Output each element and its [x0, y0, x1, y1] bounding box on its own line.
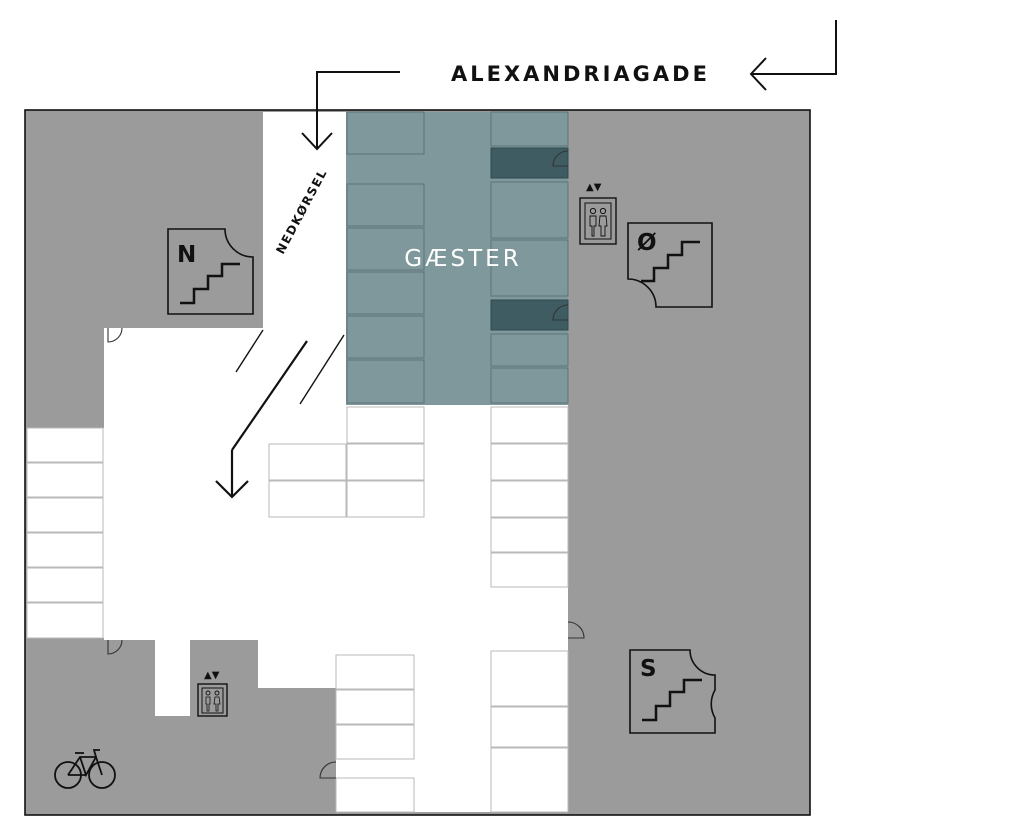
parking-spot: [490, 706, 569, 748]
parking-spot: [346, 406, 425, 444]
parking-spot: [490, 747, 569, 813]
stair-letter: N: [177, 242, 196, 268]
parking-spot: [26, 567, 104, 603]
elevator-icon: ▲▼: [197, 670, 228, 717]
direction-arrow-icon: [749, 20, 837, 91]
stair-letter: Ø: [637, 230, 657, 256]
stair-east: Ø: [627, 222, 713, 308]
parking-spots: [26, 406, 569, 813]
parking-spot: [268, 480, 347, 518]
direction-arrow-icon: [301, 71, 400, 151]
guest-spot: [490, 333, 569, 367]
door: [319, 761, 337, 779]
guest-spot: [490, 111, 569, 147]
door: [567, 621, 585, 639]
door: [552, 304, 569, 321]
door: [107, 639, 123, 655]
parking-spot: [490, 480, 569, 518]
guest-spot: [346, 227, 425, 271]
parking-spot: [346, 480, 425, 518]
parking-spot: [335, 689, 415, 725]
elevator-arrows: ▲▼: [586, 182, 602, 193]
elevator-icon: ▲▼: [579, 182, 617, 245]
parking-spot: [26, 427, 104, 463]
guest-zone-label: GÆSTER: [404, 246, 521, 272]
guest-spot-reserved: [490, 299, 569, 331]
parking-spot: [26, 497, 104, 533]
parking-spot: [346, 443, 425, 481]
stair-letter: S: [640, 656, 657, 682]
parking-spot: [268, 443, 347, 481]
guest-spot: [346, 111, 425, 155]
direction-arrow-icon: [215, 340, 308, 499]
parking-spot: [490, 650, 569, 707]
street-label: ALEXANDRIAGADE: [451, 62, 710, 86]
parking-spot: [490, 443, 569, 481]
guest-spot-reserved: [490, 147, 569, 179]
guest-spot: [346, 183, 425, 227]
parking-spot: [335, 777, 415, 813]
guest-spot: [346, 315, 425, 359]
guest-spot: [490, 181, 569, 239]
door: [107, 327, 123, 343]
parking-spot: [490, 552, 569, 588]
door-arcs: [107, 150, 585, 779]
parking-spot: [26, 532, 104, 568]
parking-spot: [335, 724, 415, 760]
stair-icon: [180, 262, 240, 305]
outer-wall: [24, 109, 811, 816]
door: [552, 150, 569, 167]
guest-parking-spots: [346, 111, 569, 404]
parking-spot: [26, 462, 104, 498]
parking-spot: [490, 517, 569, 553]
stair-north: N: [167, 228, 254, 315]
parking-spot: [335, 654, 415, 690]
guest-spot: [490, 239, 569, 297]
parking-spot: [26, 602, 104, 639]
stair-icon: [641, 240, 700, 283]
guest-spot: [490, 367, 569, 404]
elevator-arrows: ▲▼: [204, 670, 220, 681]
ramp-lines: [235, 329, 345, 405]
guest-spot: [346, 271, 425, 315]
bicycle-icon: [54, 749, 116, 789]
stair-icon: [642, 678, 702, 722]
parking-spot: [490, 406, 569, 444]
stair-south: S: [629, 649, 716, 734]
guest-spot: [346, 359, 425, 404]
